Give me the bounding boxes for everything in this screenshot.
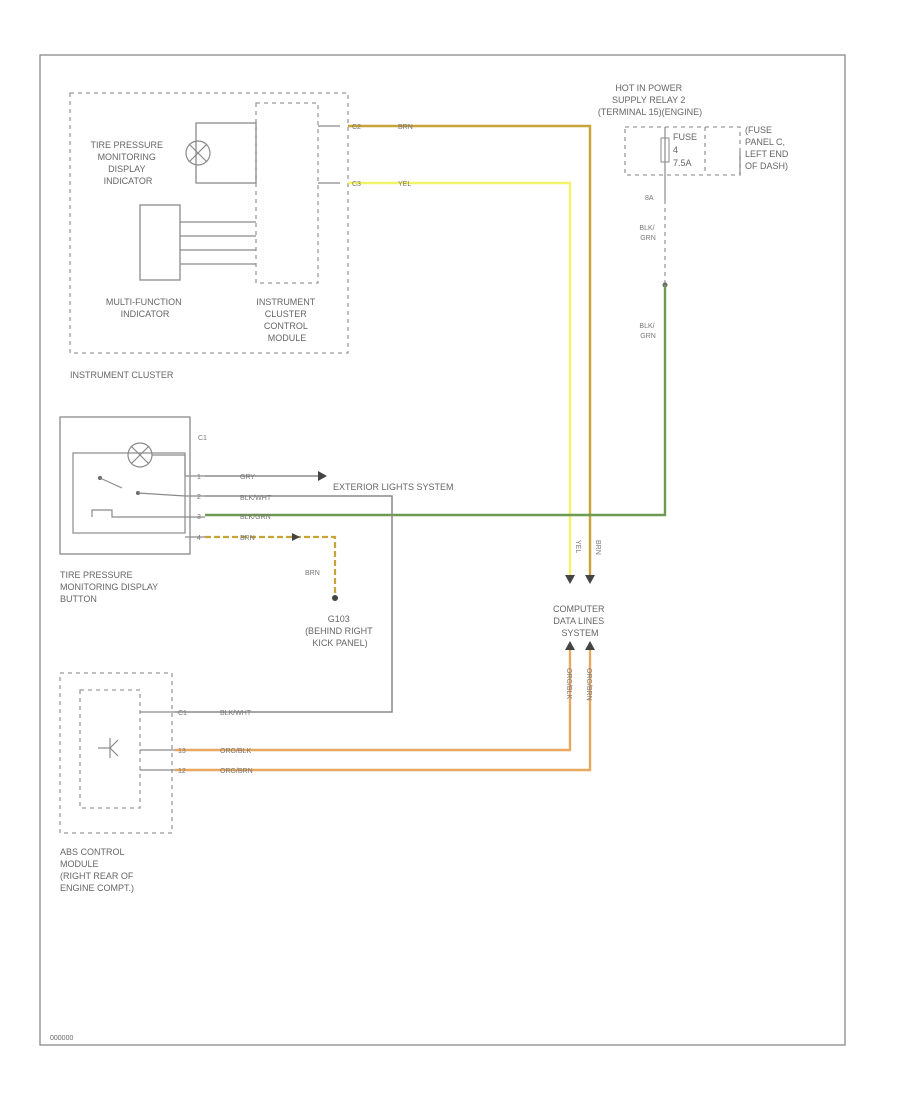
wire-label-orn-brn: ORG/BRN [220, 768, 253, 775]
wire-yel [348, 181, 572, 575]
instrument-cluster-label: INSTRUMENT CLUSTER [70, 370, 174, 380]
page-code: 000000 [50, 1035, 73, 1042]
wire-label-orn-blk: ORG/BLK [220, 748, 251, 755]
abs-module-label: ABS CONTROL MODULE (RIGHT REAR OF ENGINE… [60, 847, 136, 893]
wire-orn-blk [175, 650, 572, 752]
cluster-control-module-outline [255, 102, 319, 284]
wire-label-yel-vertical: YEL [574, 540, 581, 553]
ground-label: G103 (BEHIND RIGHT KICK PANEL) [305, 614, 375, 648]
pin-btn-gry: 1 [197, 474, 201, 481]
tpm-indicator-box [195, 122, 257, 184]
wire-brn-ground [205, 535, 337, 595]
wire-label-brn-vertical: BRN [594, 540, 601, 555]
tpm-indicator-lamp-icon [185, 140, 211, 166]
wire-label-blk-grn-lower: BLK/ GRN [639, 323, 656, 340]
cluster-control-module-label: INSTRUMENT CLUSTER CONTROL MODULE [256, 297, 317, 343]
abs-module-inner [79, 689, 141, 809]
fuse-icon [660, 137, 670, 163]
pin-ic-yel: C3 [352, 181, 361, 188]
fuse-label: FUSE 4 7.5A [673, 132, 700, 168]
tpm-button-label: TIRE PRESSURE MONITORING DISPLAY BUTTON [60, 570, 161, 604]
wire-label-yel: YEL [398, 181, 411, 188]
wire-label-orn-blk-vertical: ORG/BLK [565, 668, 572, 699]
fuse-panel-label: (FUSE PANEL C, LEFT END OF DASH) [745, 125, 791, 171]
wire-blk-wht [175, 495, 393, 713]
pin-btn-bg: 3 [197, 514, 201, 521]
diagram-frame [39, 54, 846, 1046]
wire-label-brn-ground: BRN [305, 570, 320, 577]
pin-btn-connector: C1 [198, 435, 207, 442]
pin-btn-brn: 4 [197, 535, 201, 542]
wire-label-blk-grn-upper: BLK/ GRN [639, 225, 656, 242]
wire-label-blk-grn-inline: BLK/GRN [240, 514, 271, 521]
ground-terminal [332, 595, 338, 601]
tpm-button-lamp-icon [127, 442, 153, 468]
wire-label-gry: GRY [240, 474, 255, 481]
transistor-icon [98, 738, 119, 758]
tpm-button-inner [72, 452, 186, 534]
pin-abs-ob: 13 [178, 748, 186, 755]
switch-icon [98, 476, 186, 497]
data-lines-label: COMPUTER DATA LINES SYSTEM [553, 604, 607, 638]
wire-label-brn-ground-inline: BRN [240, 535, 255, 542]
tpm-button-outline [59, 416, 191, 555]
wire-label-orn-brn-vertical: ORG/BRN [585, 668, 592, 701]
wire-label-blk-wht: BLK/WHT [240, 495, 272, 502]
fuse-panel-outline [624, 126, 741, 176]
abs-module-outline [59, 672, 173, 834]
tpm-indicator-label: TIRE PRESSURE MONITORING DISPLAY INDICAT… [90, 140, 165, 186]
instrument-cluster-outline [69, 92, 349, 354]
power-supply-relay-label: HOT IN POWER SUPPLY RELAY 2 (TERMINAL 15… [598, 83, 702, 117]
multifunction-indicator-label: MULTI-FUNCTION INDICATOR [106, 297, 184, 319]
wire-label-blk-wht-abs: BLK/WHT [220, 710, 252, 717]
wire-blk-grn [205, 285, 667, 517]
pin-ic-brn: C2 [352, 124, 361, 131]
exterior-lights-label: EXTERIOR LIGHTS SYSTEM [333, 482, 454, 492]
wire-orn-brn [175, 650, 592, 772]
pin-abs-obr: 12 [178, 768, 186, 775]
pin-relay-out: 8A [645, 195, 654, 202]
multifunction-indicator-box [139, 204, 181, 281]
wire-label-brn: BRN [398, 124, 413, 131]
pin-btn-bw: 2 [197, 494, 201, 501]
pin-abs-bw: C1 [178, 710, 187, 717]
wire-brn [348, 124, 592, 575]
